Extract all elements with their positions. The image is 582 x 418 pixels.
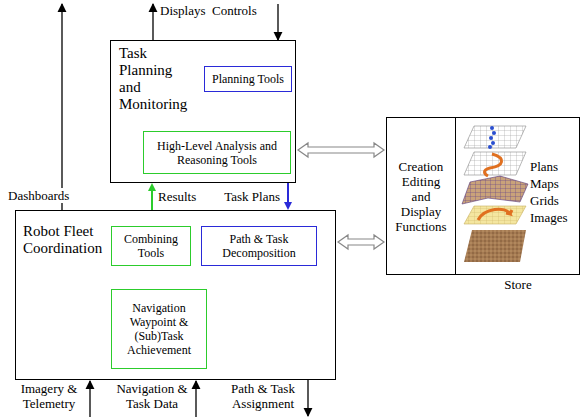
node-text: Robot Fleet Coordination — [23, 223, 102, 257]
node-text: Navigation Waypoint & (Sub)Task Achievem… — [117, 301, 201, 357]
node-text: Plans Maps Grids Images — [530, 158, 568, 226]
assignment-arrow — [307, 380, 308, 416]
tool-box: Path & Task Decomposition — [201, 226, 317, 266]
functions-panel: Creation Editing and Display Functions — [387, 118, 456, 274]
navigation-data-arrow — [195, 381, 196, 417]
edge-label: Task Plans — [224, 189, 280, 204]
dashboards-arrow — [61, 4, 62, 210]
connector — [284, 183, 292, 210]
store-box: Plans Maps Grids ImagesStoreCreation Edi… — [386, 117, 580, 275]
io-label: Controls — [212, 3, 257, 18]
io-label: Path & Task Assignment — [224, 381, 302, 411]
node-text: Planning Tools — [212, 72, 284, 86]
tool-box: Navigation Waypoint & (Sub)Task Achievem… — [111, 289, 207, 369]
planning-box: Task Planning and Monitoring Planning Too… — [110, 40, 296, 183]
store-illustration — [462, 126, 528, 262]
node-text: Task Planning and Monitoring — [119, 45, 187, 113]
node-text: High-Level Analysis and Reasoning Tools — [149, 139, 285, 167]
displays-arrow — [152, 4, 153, 40]
connector — [338, 235, 384, 249]
tool-box: Planning Tools — [204, 66, 292, 92]
node-text: Store — [457, 277, 579, 292]
node-text: Combining Tools — [117, 232, 185, 260]
connector — [148, 183, 156, 210]
tool-box: High-Level Analysis and Reasoning Tools — [143, 131, 291, 174]
tool-box: Combining Tools — [111, 226, 191, 266]
io-label: Displays — [160, 3, 206, 18]
connector — [298, 143, 384, 157]
node-text: Creation Editing and Display Functions — [395, 159, 446, 234]
fleet-box: Robot Fleet Coordination Combining Tools P… — [15, 210, 336, 380]
imagery-arrow — [89, 381, 90, 417]
io-label: Navigation & Task Data — [112, 381, 192, 411]
io-label: Dashboards — [6, 188, 71, 203]
edge-label: Results — [158, 189, 196, 204]
node-text: Path & Task Decomposition — [207, 232, 311, 260]
controls-arrow — [277, 4, 278, 40]
io-label: Imagery & Telemetry — [12, 381, 86, 411]
